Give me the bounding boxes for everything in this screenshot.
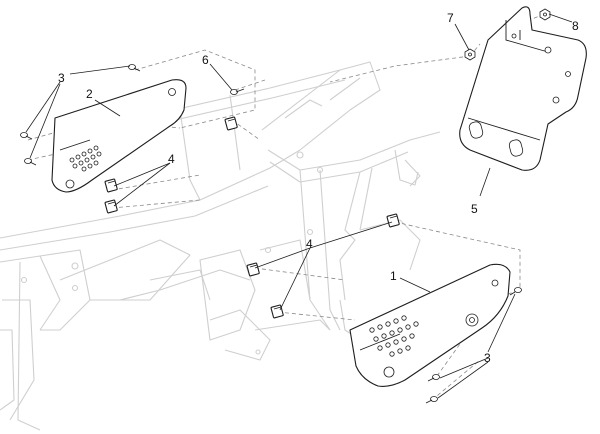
screw-3-left-a <box>20 132 33 140</box>
screw-3-left-b <box>24 158 37 166</box>
motorcycle-frame <box>0 61 441 431</box>
callout-8: 8 <box>572 19 579 33</box>
callout-4-left: 4 <box>168 152 175 166</box>
callout-5: 5 <box>471 202 478 216</box>
nut-7 <box>464 48 476 61</box>
rear-cover-plate <box>459 6 587 171</box>
callout-7: 7 <box>447 11 454 25</box>
fastener-clips <box>104 116 400 319</box>
callout-2: 2 <box>86 87 93 101</box>
callout-leader-lines <box>25 13 573 399</box>
clip-right <box>386 213 400 228</box>
screw-3-top <box>128 64 141 72</box>
clip-left-a <box>104 178 118 193</box>
callout-4-center: 4 <box>306 237 313 251</box>
screw-6 <box>230 88 245 95</box>
nut-8 <box>539 8 551 21</box>
clip-center-b <box>270 304 284 319</box>
right-lower-side-panel <box>349 263 511 387</box>
assembly-dashed-lines <box>27 13 545 401</box>
callout-1: 1 <box>390 269 397 283</box>
callout-numbers: 2 3 4 6 7 8 5 1 4 3 <box>58 11 579 365</box>
screw-3-right-c <box>425 396 438 404</box>
screws-and-nuts <box>20 8 551 404</box>
callout-3-right: 3 <box>484 351 491 365</box>
callout-6: 6 <box>202 53 209 67</box>
screw-3-right-a <box>509 287 522 296</box>
clip-upper <box>224 116 238 131</box>
callout-3-left: 3 <box>58 71 65 85</box>
clip-center-a <box>246 262 260 277</box>
left-side-panel <box>51 79 187 193</box>
left-panel-vent-holes <box>69 145 102 172</box>
clip-left-b <box>104 199 118 214</box>
right-panel-vent-holes <box>369 315 419 357</box>
screw-3-right-b <box>427 374 440 382</box>
